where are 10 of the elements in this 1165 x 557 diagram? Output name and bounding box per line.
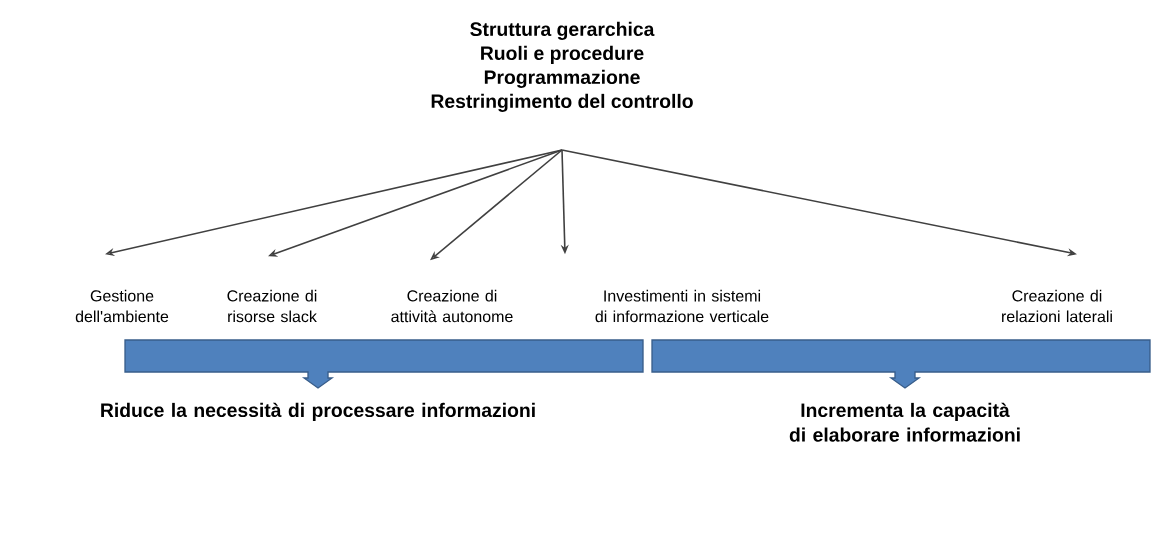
item-label: Investimenti in sistemi di informazione verticale — [595, 289, 769, 323]
item-label: Gestione dell'ambiente — [75, 289, 169, 323]
banner-callout — [651, 339, 1151, 389]
item-label: Creazione di relazioni laterali — [1002, 289, 1112, 323]
item-label: Creazione di risorse slack — [227, 289, 317, 323]
node-label: Incrementa la capacità di elaborare informazioni — [789, 402, 1020, 442]
item-label: Creazione di attività autonome — [391, 289, 513, 323]
banner-callout — [124, 339, 644, 389]
heading-list: Struttura gerarchica Ruoli e procedure Programmazione Restringimento del controllo — [431, 21, 693, 112]
node-label: Riduce la necessità di processare informazioni — [101, 402, 535, 421]
